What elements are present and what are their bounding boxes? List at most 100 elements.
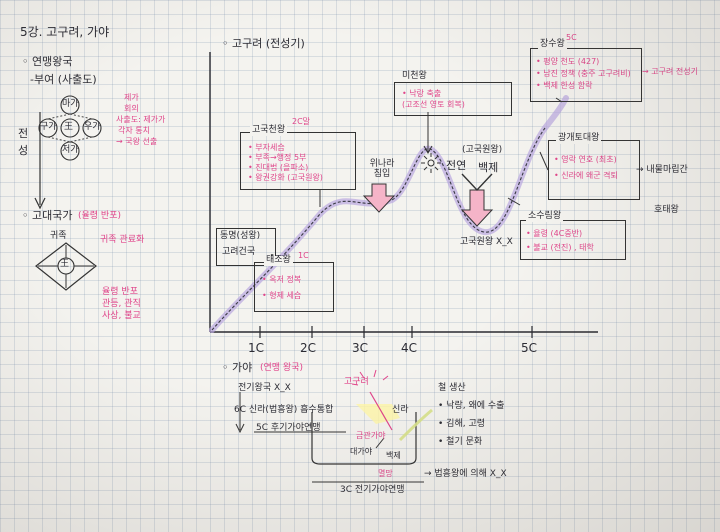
gaya-bottom-label: 3C 전기가야연맹 [340,485,405,495]
cross-bottom-circle [60,141,80,161]
trend-highlighter [209,95,569,333]
trend-line [211,127,546,331]
gogukcheon-line-3: • 진대법 (을파소) [248,163,309,172]
gaya-silla-label: 신라 [392,405,409,415]
gaya-left-arrow-head [235,423,245,434]
goguryeo-heading: ◦ 고구려 (전성기) [222,37,305,50]
gaya-heading-note: (연맹 왕국) [260,363,304,373]
cross-right-label: 우가 [84,122,101,132]
micheon-box [394,82,512,116]
diamond-outline [35,242,97,291]
gogukcheon-line-4: • 왕권강화 (고국원왕) [248,173,323,182]
gaya-geumgwan-label: 금관가야 [356,431,386,440]
crisis-label: 위나라 침입 [369,159,395,179]
x-tick-3c: 3C [352,341,369,355]
gaya-yellow-mark [356,404,400,424]
dongmyeong-line-2: 고려건국 [222,247,256,257]
gogukcheon-line-2: • 부족→행정 5부 [248,153,307,162]
diamond-right-label: 귀족 관료화 [100,235,145,245]
crisis-arrow [362,183,396,213]
gwanggaeto-line-1: • 영락 연호 (최초) [554,155,617,164]
vertical-arrow-head [34,197,46,210]
dongmyeong-box [216,228,276,266]
micheon-line-2: (고조선 영토 회복) [402,100,465,109]
gaya-bottom-small: 멸망 [378,469,393,478]
gogukcheon-line-1: • 부자세습 [248,143,285,152]
gwanggaeto-connector [539,151,549,171]
diamond-center-label: 王 [60,259,70,269]
heading-ancient-state: ◦ 고대국가 [22,209,73,222]
gogukcheon-title-note: 2C말 [292,117,311,126]
graph-x-ticks [259,326,533,338]
heading-confederation: ◦ 연맹왕국 [22,55,73,68]
heading-ancient-state-note: (율령 반포) [78,211,122,221]
sosurim-title: 소수림왕 [526,211,564,222]
gaya-bottom-note: → 법흥왕에 의해 X_X [424,469,507,479]
jangsu-line-2: • 남진 정책 (충주 고구려비) [536,69,631,78]
naemul-label: → 내물마립간 [636,165,688,175]
cross-note-4: 각자 통치 [118,126,150,135]
goguryeo-sparkle-icon [351,369,389,386]
taejo-box [254,262,334,312]
x-tick-2c: 2C [300,341,317,355]
cross-center-circle [60,118,80,138]
sosurim-line-2: • 불교 (전진) , 태학 [526,243,594,252]
gaya-right-note-3: • 김해, 고령 [438,419,486,429]
cross-note-5: → 국왕 선출 [116,137,158,146]
diamond-top-label: 귀족 [50,231,67,241]
decline-arrow [460,189,494,227]
gwanggaeto-line-2: • 신라에 왜군 격퇴 [554,171,618,180]
cross-bottom-label: 저가 [62,145,79,155]
jangsu-small-note: 5C [566,33,577,42]
x-tick-5c: 5C [521,341,538,355]
gaya-goguryeo-label: 고구려 [344,377,369,387]
gogukcheon-title: 고국천왕 [250,125,288,136]
gaya-line-2: 6C 신라(법흥왕) 흡수통합 [234,405,334,415]
jeonyeon-label: 전연 [446,159,467,172]
diamond-note-2: 관등, 관직 [102,299,141,309]
gaya-line-3: 5C 후기가야연맹 [256,423,321,433]
micheon-line-1: • 낙랑 축출 [402,89,442,98]
taejo-line-1: • 옥저 정복 [262,275,302,284]
gaya-line-1: 전기왕국 X_X [238,383,291,393]
goguryeo-pressure-line [369,391,393,431]
jangsu-side-note: → 고구려 전성기 [642,67,698,76]
sosurim-box [520,220,626,260]
diamond-note-1: 율령 반포 [102,287,138,297]
cross-left-label: 구가 [40,122,57,132]
x-tick-1c: 1C [248,341,265,355]
cross-top-label: 마가 [62,99,79,109]
gaya-right-note-1: 철 생산 [438,383,466,393]
jangsu-box [530,48,642,102]
peak-sparkle-icon [421,153,441,173]
jangsu-title: 장수왕 [538,39,567,50]
gwanggaeto-title: 광개토대왕 [556,133,602,144]
dongmyeong-line-1: 동명(성왕) [220,231,261,241]
gogugwon-top-label: (고국원왕) [462,145,503,155]
pincer-mark [461,173,493,192]
buyeo-label: -부여 (사출도) [30,73,97,86]
jangsu-line-3: • 백제 한성 함락 [536,81,593,90]
micheon-title: 미천왕 [400,71,429,82]
sosurim-connector [507,197,521,206]
gogukcheon-box [240,132,356,190]
x-tick-4c: 4C [401,341,418,355]
gwanggaeto-box [548,140,640,200]
diamond-note-3: 사상, 불교 [102,311,141,321]
taejo-title: 태조왕 [264,255,293,266]
gaya-right-note-4: • 철기 문화 [438,437,483,447]
micheon-arrow-head [423,145,433,155]
silla-highlight-line [398,408,433,442]
cross-note-1: 제가 [124,93,139,102]
gogugwon-bottom-label: 고국원왕 X_X [460,237,513,247]
taejo-title-note: 1C [298,251,309,260]
hotaewang-label: 호태왕 [654,205,679,215]
vertical-label: 전 성 [18,127,29,157]
gaya-region-outline [311,412,417,465]
jangsu-line-1: • 평양 천도 (427) [536,57,600,66]
taejo-line-2: • 형제 세습 [262,291,302,300]
gaya-right-note-2: • 낙랑, 왜에 수출 [438,401,505,411]
baekje-label: 백제 [478,161,499,174]
